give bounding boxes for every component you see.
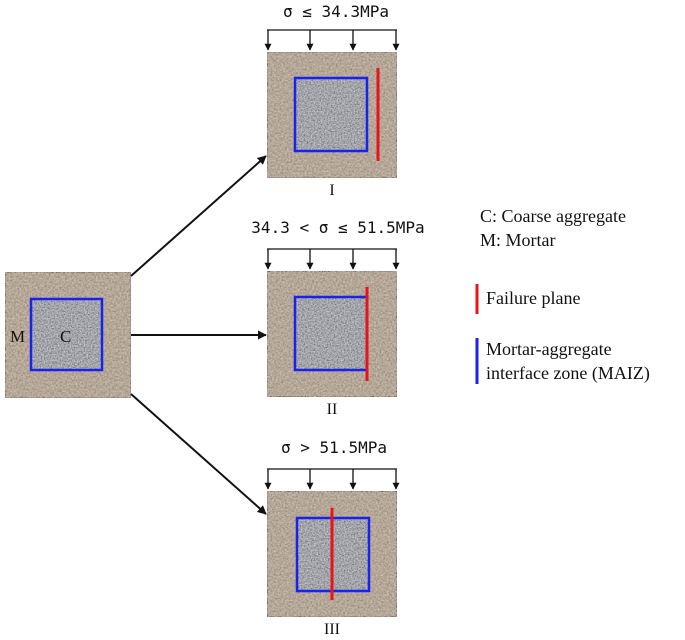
panel-roman-1: I	[329, 182, 334, 199]
legend-maiz-line2: interface zone (MAIZ)	[486, 363, 650, 384]
interface-zone	[29, 297, 104, 372]
mortar-marker: M	[10, 327, 25, 346]
legend-maiz-line1: Mortar-aggregate	[486, 339, 612, 359]
stress-label-2: 34.3 < σ ≤ 51.5MPa	[251, 218, 424, 237]
stress-label-1: σ ≤ 34.3MPa	[283, 2, 389, 21]
aggregate-marker: C	[60, 327, 71, 346]
coarse-aggregate	[31, 299, 102, 370]
mortar-block	[266, 270, 398, 398]
load-arrows-3	[264, 468, 400, 490]
panel-roman-3: III	[324, 621, 340, 638]
load-arrows-1	[264, 29, 400, 51]
arrow-to-panel-3	[130, 393, 267, 515]
panel-roman-2: II	[327, 401, 338, 418]
coarse-aggregate	[295, 297, 367, 370]
specimen-initial: M C	[4, 271, 132, 399]
panel-3: σ > 51.5MPa III	[264, 438, 400, 638]
panel-1: σ ≤ 34.3MPa I	[264, 2, 400, 199]
legend-coarse-aggregate: C: Coarse aggregate	[480, 206, 626, 226]
load-arrows-2	[264, 248, 400, 270]
interface-zone	[293, 76, 369, 153]
legend-failure-plane: Failure plane	[486, 288, 580, 308]
panel-2: 34.3 < σ ≤ 51.5MPa II	[251, 218, 424, 418]
legend: C: Coarse aggregate M: Mortar Failure pl…	[475, 206, 650, 384]
arrow-to-panel-1	[130, 155, 267, 277]
coarse-aggregate	[295, 78, 367, 151]
stress-label-3: σ > 51.5MPa	[281, 438, 387, 457]
legend-mortar: M: Mortar	[480, 230, 556, 250]
